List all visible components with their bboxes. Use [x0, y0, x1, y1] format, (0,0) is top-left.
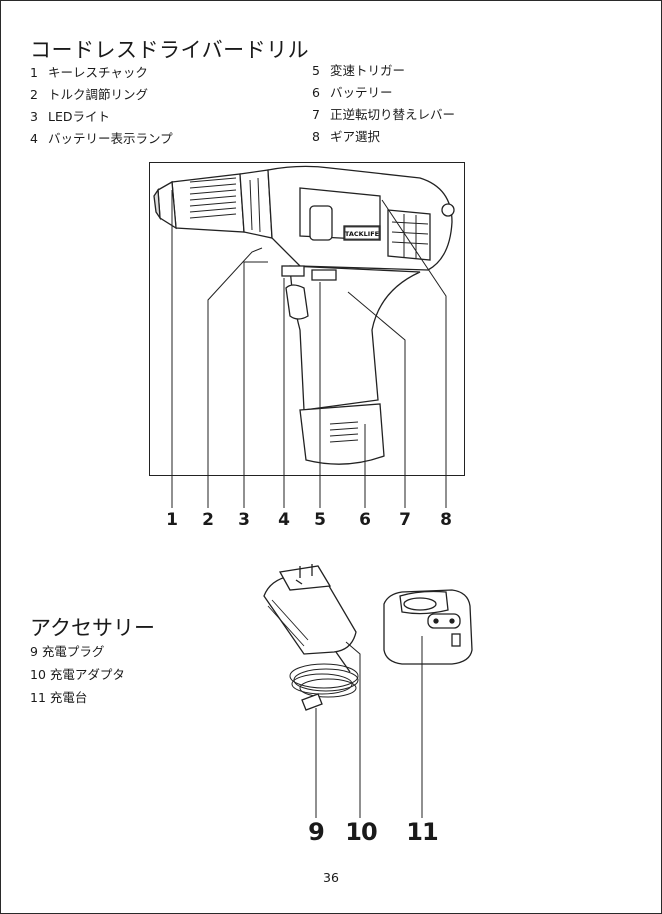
charging-adapter-drawing: [264, 564, 358, 710]
page-number: 36: [0, 870, 662, 885]
callout-11: 11: [406, 818, 437, 846]
callout-10: 10: [345, 818, 376, 846]
charging-base-drawing: [384, 590, 472, 664]
callout-9: 9: [308, 818, 324, 846]
